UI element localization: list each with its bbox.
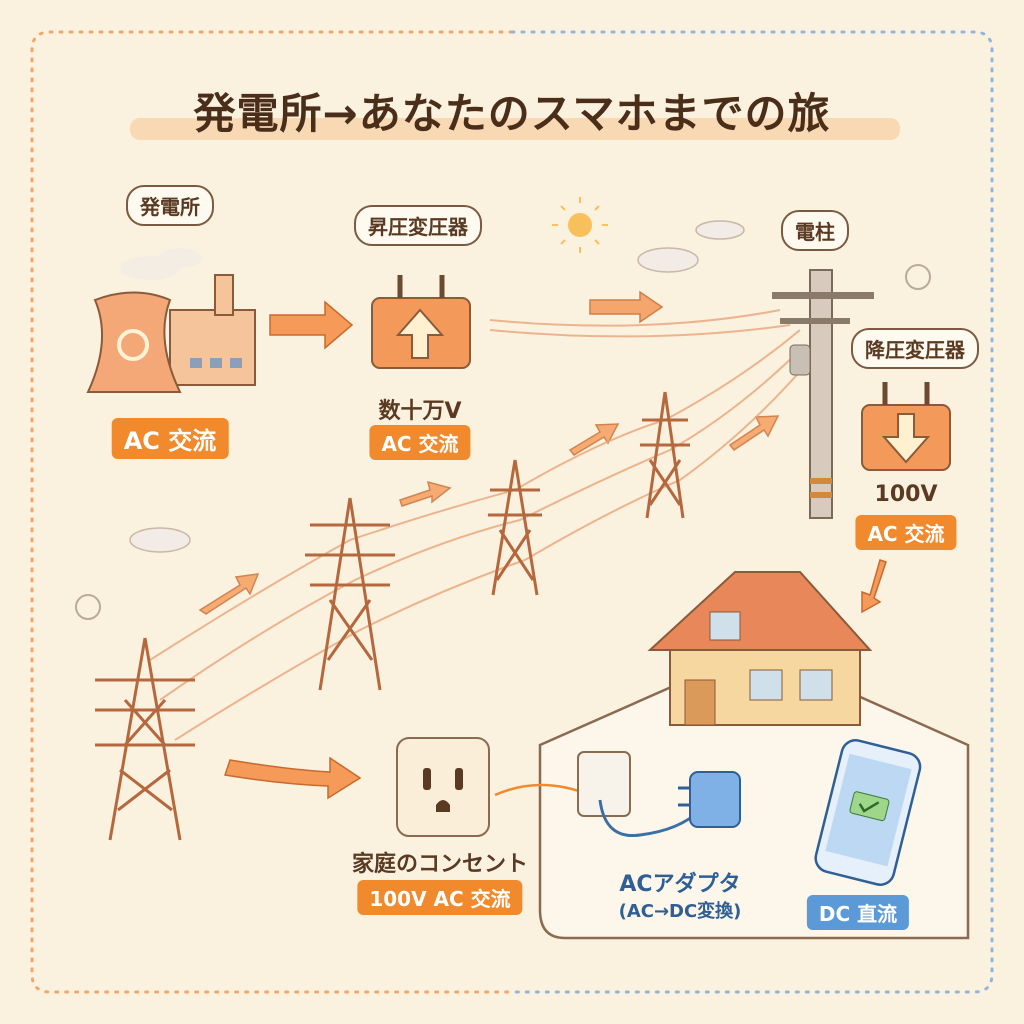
outlet-icon [396, 737, 490, 837]
outlet-badge: 100V AC 交流 [357, 880, 523, 915]
step-up-label: 昇圧変圧器 [354, 205, 482, 246]
tower-icon [640, 391, 690, 519]
ac-adapter-icon [678, 771, 741, 828]
tower-icon [95, 637, 195, 841]
cloud-icon [129, 220, 745, 553]
title-highlight [130, 118, 900, 140]
transmission-towers [95, 391, 690, 841]
power-plant-label: 発電所 [126, 185, 214, 226]
step-up-transformer-icon [371, 275, 471, 369]
step-up-voltage: 数十万V [378, 399, 462, 424]
adapter-sub: (AC→DC変換) [618, 901, 742, 922]
border-right [510, 30, 994, 994]
step-up-badge: AC 交流 [369, 425, 471, 460]
step-down-badge: AC 交流 [855, 515, 957, 550]
tower-icon [488, 459, 542, 596]
power-plant-badge: AC 交流 [111, 418, 229, 459]
phone-badge: DC 直流 [806, 895, 910, 930]
smartphone-icon [814, 739, 922, 886]
page-title: 発電所→あなたのスマホまでの旅 [193, 89, 831, 138]
power-lines [149, 309, 811, 741]
border-left [30, 30, 514, 994]
power-symbol-icon [75, 264, 931, 620]
adapter-label: ACアダプタ [619, 872, 741, 897]
pole-label: 電柱 [781, 210, 849, 251]
power-plant-icon [86, 248, 256, 393]
house-icon [647, 571, 873, 726]
sun-icon [552, 197, 608, 253]
wall-socket-icon [577, 751, 702, 838]
step-down-label: 降圧変圧器 [851, 328, 979, 369]
utility-pole-icon [772, 269, 874, 519]
step-down-voltage: 100V [874, 482, 938, 507]
tower-icon [305, 497, 395, 691]
outlet-label: 家庭のコンセント [351, 852, 529, 877]
step-down-transformer-icon [861, 382, 951, 471]
